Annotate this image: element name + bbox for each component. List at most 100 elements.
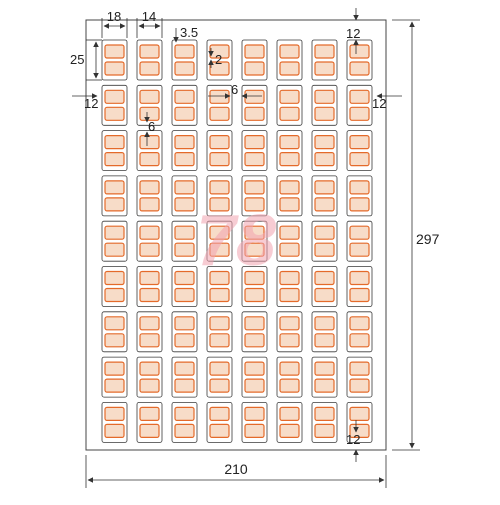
- label-cell: [276, 39, 303, 81]
- label-cell: [136, 220, 163, 262]
- label-slot-bottom: [314, 378, 335, 393]
- label-cell: [276, 84, 303, 126]
- label-slot-bottom: [314, 287, 335, 303]
- label-slot-bottom: [209, 287, 230, 303]
- label-slot-top: [349, 180, 370, 195]
- label-slot-top: [279, 89, 300, 104]
- label-slot-top: [209, 270, 230, 286]
- label-cell: [206, 220, 233, 262]
- label-slot-top: [349, 406, 370, 421]
- label-cell: [311, 311, 338, 353]
- dim-slot-inset: 3.5: [180, 25, 198, 40]
- dim-sheet-width: 210: [224, 461, 248, 477]
- label-slot-top: [139, 89, 160, 104]
- label-cell: [206, 175, 233, 217]
- label-cell: [311, 401, 338, 443]
- label-slot-top: [279, 135, 300, 150]
- label-slot-top: [244, 406, 265, 421]
- label-slot-bottom: [104, 423, 125, 438]
- label-cell: [346, 220, 373, 262]
- dim-slot-gap: 2: [215, 52, 222, 67]
- label-slot-bottom: [279, 106, 300, 121]
- dim-sheet-height: 297: [416, 231, 440, 247]
- label-cell: [241, 401, 268, 443]
- label-slot-bottom: [349, 152, 370, 167]
- label-slot-bottom: [279, 242, 300, 257]
- label-slot-bottom: [279, 378, 300, 393]
- dim-label-width: 18: [107, 9, 121, 24]
- label-slot-top: [279, 406, 300, 421]
- label-slot-bottom: [174, 378, 195, 393]
- label-slot-bottom: [209, 242, 230, 257]
- label-slot-bottom: [279, 287, 300, 303]
- label-cell: [206, 266, 233, 307]
- label-slot-top: [174, 406, 195, 421]
- label-slot-top: [349, 225, 370, 240]
- label-slot-bottom: [279, 333, 300, 348]
- label-slot-bottom: [314, 423, 335, 438]
- dim-row-gap: 6: [148, 119, 155, 134]
- label-grid: [101, 39, 373, 443]
- label-slot-top: [174, 180, 195, 195]
- label-slot-top: [139, 316, 160, 331]
- label-cell: [311, 84, 338, 126]
- label-slot-top: [139, 225, 160, 240]
- label-cell: [171, 311, 198, 353]
- label-slot-top: [174, 225, 195, 240]
- label-slot-bottom: [244, 423, 265, 438]
- dim-label-pitch: 14: [142, 9, 156, 24]
- label-cell: [171, 220, 198, 262]
- label-slot-top: [104, 225, 125, 240]
- label-cell: [311, 130, 338, 172]
- label-cell: [101, 220, 128, 262]
- label-slot-top: [314, 361, 335, 376]
- label-slot-top: [279, 44, 300, 59]
- label-slot-bottom: [139, 423, 160, 438]
- dim-label-height: 25: [70, 52, 84, 67]
- dim-margin-top: 12: [346, 26, 360, 41]
- label-cell: [276, 266, 303, 307]
- label-slot-bottom: [174, 197, 195, 212]
- label-cell: [346, 266, 373, 307]
- dim-column-gap: 6: [231, 82, 238, 97]
- label-cell: [241, 266, 268, 307]
- label-slot-bottom: [279, 152, 300, 167]
- label-cell: [241, 39, 268, 81]
- label-slot-bottom: [139, 333, 160, 348]
- label-slot-bottom: [104, 242, 125, 257]
- label-slot-top: [174, 270, 195, 286]
- label-slot-bottom: [174, 423, 195, 438]
- label-slot-top: [349, 135, 370, 150]
- label-cell: [136, 39, 163, 81]
- label-cell: [101, 39, 128, 81]
- label-cell: [276, 356, 303, 398]
- label-slot-top: [139, 180, 160, 195]
- label-slot-top: [209, 135, 230, 150]
- label-slot-bottom: [244, 152, 265, 167]
- label-cell: [136, 266, 163, 307]
- label-slot-top: [314, 316, 335, 331]
- label-cell: [206, 39, 233, 81]
- label-cell: [171, 130, 198, 172]
- label-slot-top: [209, 180, 230, 195]
- label-slot-top: [244, 316, 265, 331]
- label-slot-top: [244, 225, 265, 240]
- label-slot-bottom: [209, 106, 230, 121]
- label-slot-bottom: [209, 333, 230, 348]
- label-cell: [276, 401, 303, 443]
- label-cell: [311, 266, 338, 307]
- dim-margin-left: 12: [84, 96, 98, 111]
- label-cell: [206, 401, 233, 443]
- label-slot-bottom: [139, 61, 160, 76]
- label-cell: [101, 130, 128, 172]
- label-cell: [171, 175, 198, 217]
- label-cell: [206, 356, 233, 398]
- label-slot-top: [174, 316, 195, 331]
- label-slot-top: [139, 135, 160, 150]
- label-slot-top: [314, 180, 335, 195]
- label-slot-bottom: [174, 152, 195, 167]
- label-slot-bottom: [139, 152, 160, 167]
- label-slot-bottom: [314, 61, 335, 76]
- label-slot-top: [244, 180, 265, 195]
- label-slot-top: [104, 270, 125, 286]
